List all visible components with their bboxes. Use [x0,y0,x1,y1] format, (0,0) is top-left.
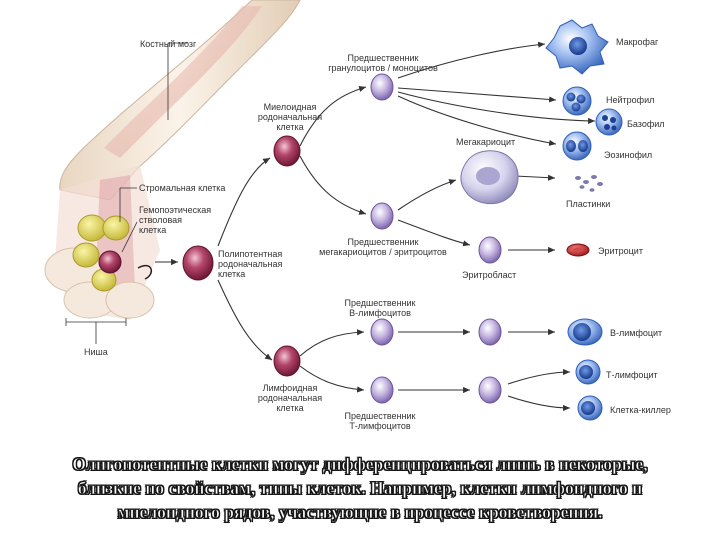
erythroblast-cell [478,236,502,264]
t-lymphocyte-precursor-cell [370,376,394,404]
bone-marrow-label: Костный мозг [140,39,197,49]
hematopoietic-stem-cell [98,250,122,274]
b-lymphocyte-precursor-cell [370,318,394,346]
lineage-arrows [155,41,596,412]
niche-cell-cluster [44,214,155,319]
megakaryocyte-cell [460,150,519,205]
caption-line-2: близкие по свойствам, типы клеток. Напри… [77,478,643,499]
megakaryocyte-label: Мегакариоцит [456,137,516,147]
erythrocyte-label: Эритроцит [598,246,643,256]
platelets-label: Пластинки [566,199,611,209]
t-lymphocyte-cell [575,359,601,385]
granulocyte-monocyte-precursor-label: Предшественник гранулоцитов / моноцитов [328,53,438,73]
myeloid-progenitor-cell [273,135,301,167]
t-precursor-label: Предшественник Т-лимфоцитов [344,411,416,431]
erythroblast-label: Эритробласт [462,270,517,280]
granulocyte-monocyte-precursor-cell [370,73,394,101]
neutrophil-label: Нейтрофил [606,95,655,105]
caption-line-1: Олигопотентные клетки могут дифференциро… [72,454,648,475]
killer-cell-label: Клетка-киллер [610,405,671,415]
eosinophil-cell [562,131,592,161]
eosinophil-label: Эозинофил [604,150,653,160]
myeloid-progenitor-label: Миелоидная родоначальная клетка [257,102,323,132]
platelets [575,175,603,192]
erythrocyte-cell [566,243,590,257]
t-intermediate-cell [478,376,502,404]
basophil-label: Базофил [627,119,665,129]
megakaryocyte-erythrocyte-precursor-label: Предшественник мегакариоцитов / эритроци… [319,237,447,257]
b-lymphocyte-label: В-лимфоцит [610,328,663,338]
pluripotent-progenitor-cell [182,245,214,281]
hematopoietic-stem-cell-label: Гемопоэтическая стволовая клетка [139,205,212,235]
lymphoid-progenitor-label: Лимфоидная родоначальная клетка [257,383,323,413]
caption: Олигопотентные клетки могут дифференциро… [0,452,720,524]
macrophage-cell [545,19,609,75]
caption-line-3: миелоидного рядов, участвующие в процесс… [117,502,603,523]
t-lymphocyte-label: Т-лимфоцит [606,370,658,380]
stromal-cell-label: Стромальная клетка [139,183,226,193]
killer-cell [577,395,603,421]
niche-label: Ниша [84,347,108,357]
b-intermediate-cell [478,318,502,346]
megakaryocyte-erythrocyte-precursor-cell [370,202,394,230]
b-lymphocyte-cell [567,318,603,346]
pluripotent-progenitor-label: Полипотентная родоначальная клетка [218,249,283,279]
basophil-cell [595,108,623,136]
neutrophil-cell [562,86,592,116]
b-precursor-label: Предшественник B-лимфоцитов [344,298,416,318]
lymphoid-progenitor-cell [273,345,301,377]
macrophage-label: Макрофаг [616,37,659,47]
